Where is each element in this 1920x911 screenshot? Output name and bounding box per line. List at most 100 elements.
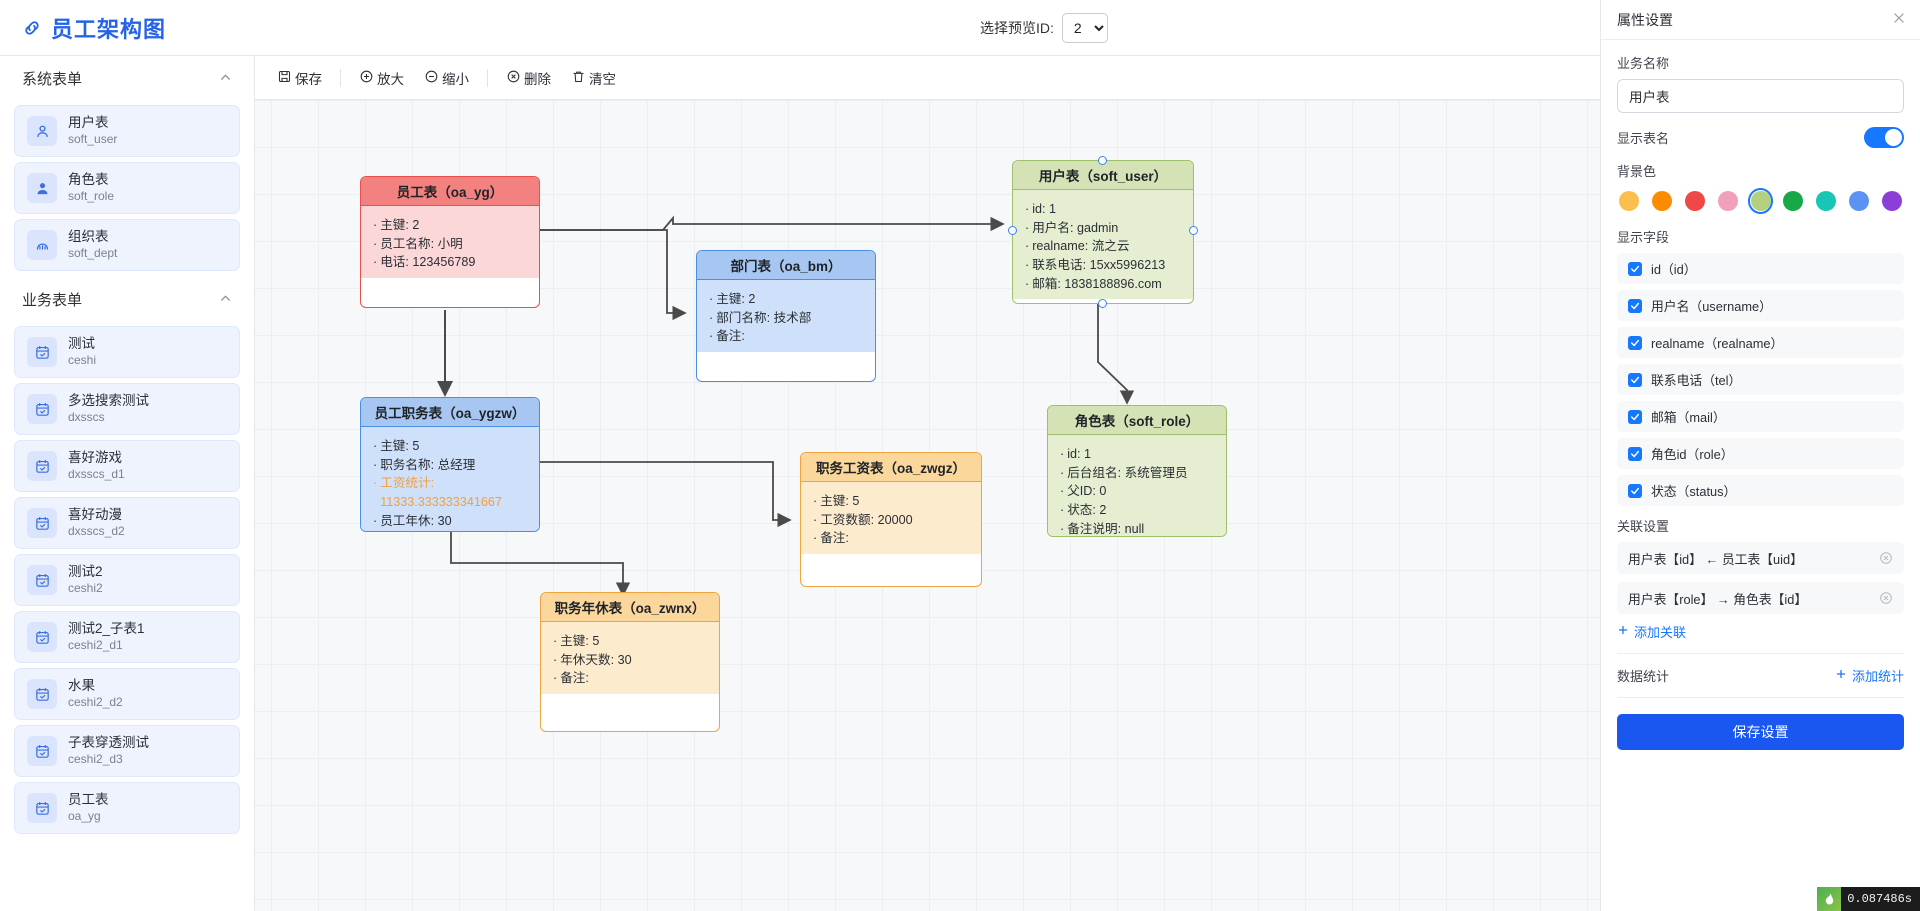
bullet-icon: · [553, 652, 558, 667]
diagram-node-oa-yg[interactable]: 员工表（oa_yg） ·主键: 2 ·员工名称: 小明 ·电话: 1234567… [360, 176, 540, 308]
background-color-swatches[interactable] [1617, 188, 1904, 214]
color-swatch-1[interactable] [1650, 188, 1675, 214]
diagram-node-oa-zwnx[interactable]: 职务年休表（oa_zwnx） ·主键: 5 ·年休天数: 30 ·备注: [540, 592, 720, 732]
field-checkbox-row[interactable]: 邮箱（mail） [1617, 401, 1904, 432]
panel-title: 属性设置 [1617, 11, 1673, 28]
org-icon [27, 230, 57, 260]
diagram-node-soft-user[interactable]: 用户表（soft_user） ·id: 1 ·用户名: gadmin ·real… [1012, 160, 1194, 304]
left-sidebar[interactable]: 系统表单 用户表 soft_user 角色表 soft_role [0, 56, 255, 911]
relations-list[interactable]: 用户表【id】 ← 员工表【uid】用户表【role】 → 角色表【id】 [1617, 542, 1904, 614]
add-stat-button[interactable]: 添加统计 [1835, 666, 1904, 685]
node-body: ·主键: 5 ·工资数额: 20000 ·备注: [801, 482, 981, 554]
preview-id-select[interactable]: 2 [1061, 13, 1108, 43]
color-swatch-8[interactable] [1879, 188, 1904, 214]
color-swatch-0[interactable] [1617, 188, 1642, 214]
color-swatch-2[interactable] [1683, 188, 1708, 214]
checkbox-checked-icon[interactable] [1628, 298, 1642, 313]
relation-row[interactable]: 用户表【role】 → 角色表【id】 [1617, 582, 1904, 614]
sidebar-item-code: ceshi2_d1 [68, 638, 123, 653]
save-settings-button[interactable]: 保存设置 [1617, 714, 1904, 750]
toolbar-label: 放大 [377, 71, 404, 87]
color-dot [1750, 191, 1771, 211]
diagram-node-soft-role[interactable]: 角色表（soft_role） ·id: 1 ·后台组名: 系统管理员 ·父ID:… [1047, 405, 1227, 537]
checkbox-checked-icon[interactable] [1628, 446, 1642, 461]
field-label: 用户名（username） [1651, 299, 1772, 314]
sidebar-item-soft-dept[interactable]: 组织表 soft_dept [14, 219, 240, 271]
bullet-icon: · [373, 439, 378, 453]
checkbox-checked-icon[interactable] [1628, 483, 1642, 498]
save-button[interactable]: 保存 [267, 64, 332, 92]
divider [1617, 697, 1904, 698]
checkbox-checked-icon[interactable] [1628, 372, 1642, 387]
resize-handle-top[interactable] [1098, 156, 1107, 165]
show-table-name-toggle[interactable] [1864, 127, 1904, 148]
checkbox-checked-icon[interactable] [1628, 261, 1642, 276]
relation-row[interactable]: 用户表【id】 ← 员工表【uid】 [1617, 542, 1904, 574]
display-fields-list[interactable]: id（id） 用户名（username） realname（realname） 联系电… [1617, 253, 1904, 506]
field-checkbox-row[interactable]: realname（realname） [1617, 327, 1904, 358]
node-title: 职务工资表（oa_zwgz） [801, 453, 981, 482]
sidebar-item-label: 测试2_子表1 [68, 620, 145, 636]
node-field-row: ·主键: 2 [373, 216, 527, 235]
add-relation-label: 添加关联 [1634, 625, 1687, 640]
close-circle-icon[interactable] [1879, 591, 1893, 605]
field-checkbox-row[interactable]: 角色id（role） [1617, 438, 1904, 469]
color-swatch-4[interactable] [1748, 188, 1773, 214]
resize-handle-left[interactable] [1008, 226, 1017, 235]
delete-circle-icon [506, 69, 521, 87]
zoom-in-button[interactable]: 放大 [349, 64, 414, 92]
diagram-node-oa-bm[interactable]: 部门表（oa_bm） ·主键: 2 ·部门名称: 技术部 ·备注: [696, 250, 876, 382]
sidebar-item-label: 角色表 [68, 171, 109, 187]
sidebar-group-header-business[interactable]: 业务表单 [0, 277, 254, 321]
zoom-out-button[interactable]: 缩小 [414, 64, 479, 92]
color-swatch-5[interactable] [1781, 188, 1806, 214]
sidebar-item-soft-user[interactable]: 用户表 soft_user [14, 105, 240, 157]
field-checkbox-row[interactable]: 用户名（username） [1617, 290, 1904, 321]
show-table-name-row: 显示表名 [1617, 127, 1904, 148]
close-circle-icon[interactable] [1879, 551, 1893, 565]
bullet-icon: · [1025, 276, 1030, 291]
add-relation-button[interactable]: 添加关联 [1617, 622, 1686, 641]
sidebar-item-label: 水果 [68, 677, 95, 693]
chevron-up-icon[interactable] [219, 292, 232, 307]
sidebar-group-header-system[interactable]: 系统表单 [0, 56, 254, 100]
toolbar-label: 清空 [589, 71, 616, 87]
delete-button[interactable]: 删除 [496, 64, 561, 92]
clear-button[interactable]: 清空 [561, 64, 626, 92]
field-checkbox-row[interactable]: 联系电话（tel） [1617, 364, 1904, 395]
sidebar-item-code: dxsscs_d1 [68, 467, 125, 482]
form-icon [27, 565, 57, 595]
color-dot [1816, 191, 1837, 211]
checkbox-checked-icon[interactable] [1628, 409, 1642, 424]
business-name-input[interactable] [1617, 79, 1904, 113]
color-swatch-3[interactable] [1715, 188, 1740, 214]
color-dot [1717, 191, 1738, 211]
diagram-canvas[interactable]: 员工表（oa_yg） ·主键: 2 ·员工名称: 小明 ·电话: 1234567… [255, 100, 1600, 911]
sidebar-item-soft-role[interactable]: 角色表 soft_role [14, 162, 240, 214]
color-swatch-6[interactable] [1814, 188, 1839, 214]
checkbox-checked-icon[interactable] [1628, 335, 1642, 350]
color-swatch-7[interactable] [1846, 188, 1871, 214]
diagram-node-oa-zwgz[interactable]: 职务工资表（oa_zwgz） ·主键: 5 ·工资数额: 20000 ·备注: [800, 452, 982, 587]
close-icon[interactable] [1892, 11, 1906, 29]
bullet-icon: · [813, 531, 818, 546]
diagram-node-oa-ygzw[interactable]: 员工职务表（oa_ygzw） ·主键: 5 ·职务名称: 总经理 ·工资统计: … [360, 397, 540, 532]
field-checkbox-row[interactable]: id（id） [1617, 253, 1904, 284]
sidebar-item-ceshi2-d1[interactable]: 测试2_子表1 ceshi2_d1 [14, 611, 240, 663]
chevron-up-icon[interactable] [219, 71, 232, 86]
node-field-row: ·备注: [553, 669, 707, 688]
field-label: 角色id（role） [1651, 447, 1734, 462]
bullet-icon: · [373, 457, 378, 472]
field-checkbox-row[interactable]: 状态（status） [1617, 475, 1904, 506]
resize-handle-right[interactable] [1189, 226, 1198, 235]
resize-handle-bottom[interactable] [1098, 299, 1107, 308]
relation-label: 用户表【id】 ← 员工表【uid】 [1628, 551, 1803, 567]
